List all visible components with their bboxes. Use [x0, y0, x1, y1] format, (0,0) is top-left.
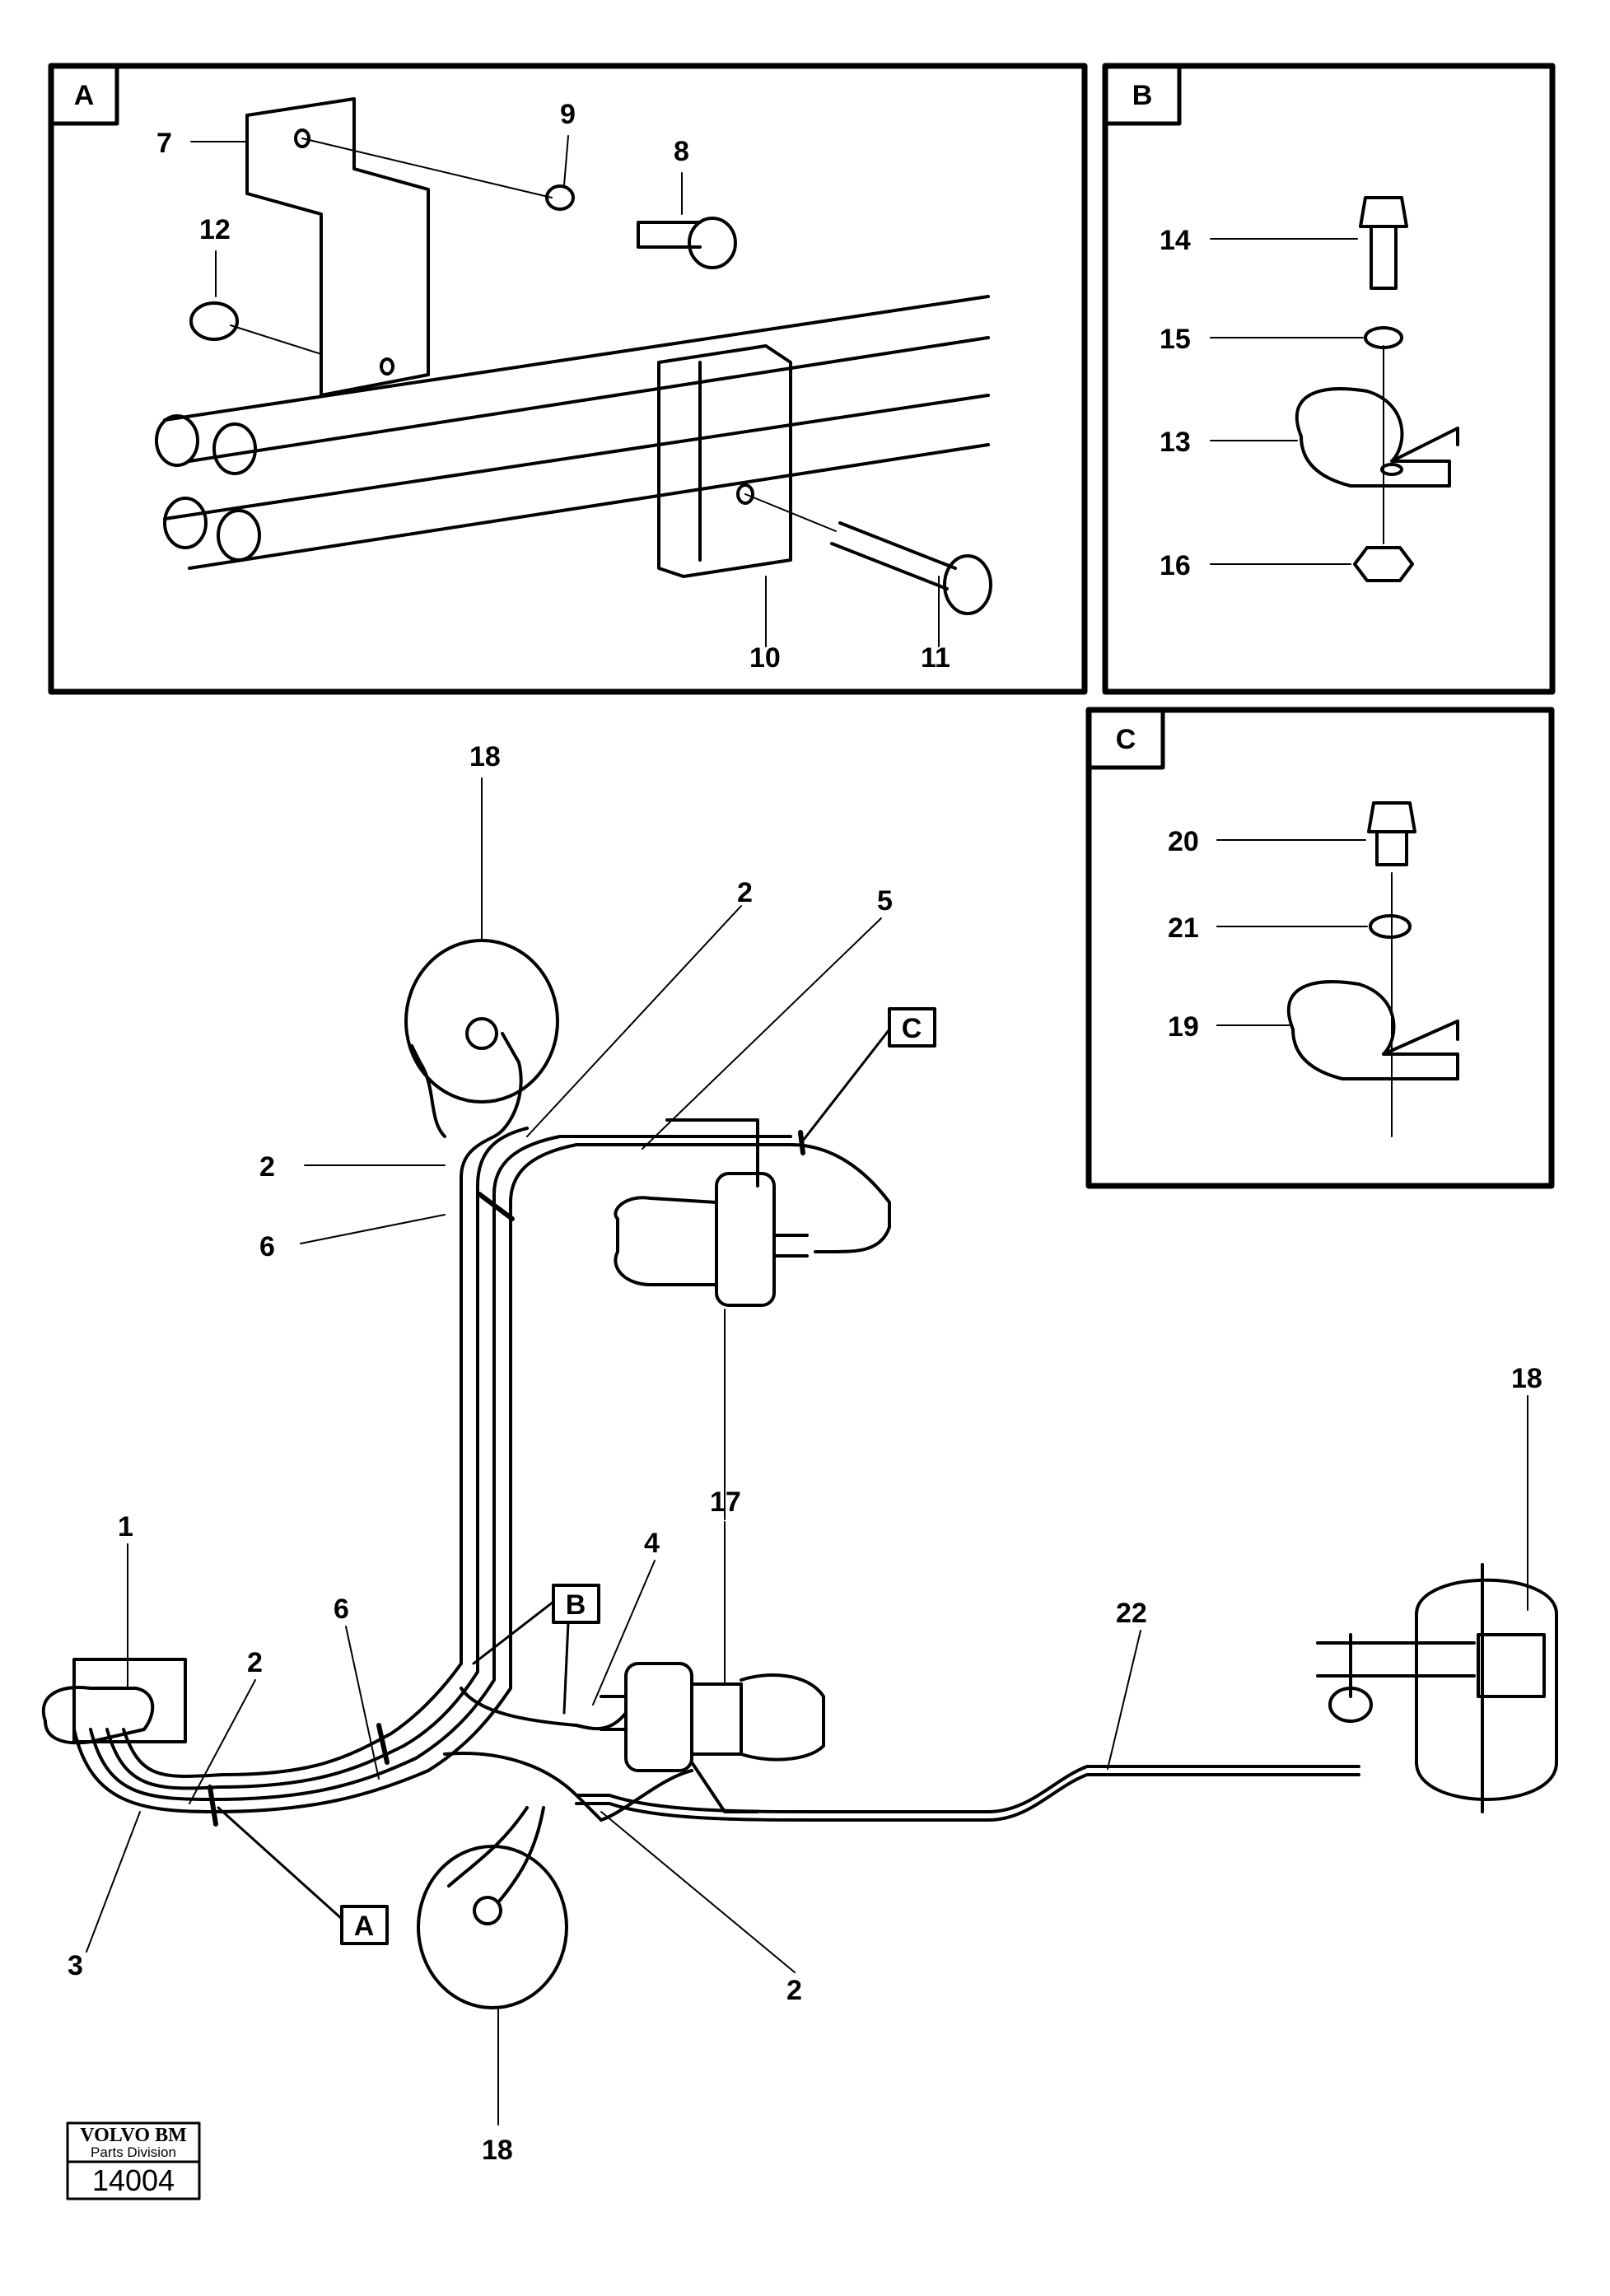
nut-12	[189, 301, 322, 355]
panel-a-tag: A	[74, 80, 95, 111]
panel-c-frame	[1085, 707, 1555, 1189]
label-18-top: 18	[469, 741, 501, 772]
label-20: 20	[1168, 826, 1199, 857]
label-17: 17	[710, 1486, 741, 1518]
label-11: 11	[921, 642, 950, 674]
washer-15	[1364, 326, 1403, 349]
label-10: 10	[749, 642, 781, 674]
label-16: 16	[1160, 550, 1191, 581]
air-tank-right	[1316, 1563, 1558, 1813]
brake-chamber-upper	[614, 1118, 809, 1307]
label-6-a: 6	[259, 1231, 275, 1262]
label-2-a: 2	[737, 877, 753, 908]
main-leaders	[86, 777, 1528, 2126]
panel-b-leaders	[1210, 238, 1364, 565]
callout-a: A	[217, 1806, 389, 1945]
panel-a-leaders	[190, 135, 940, 647]
label-22: 22	[1116, 1598, 1147, 1629]
label-12: 12	[199, 214, 231, 245]
air-tank-top	[404, 939, 559, 1104]
label-7: 7	[156, 128, 172, 159]
callout-c: C	[801, 1007, 936, 1142]
panel-b-tag-box	[1103, 63, 1182, 126]
panel-a-tag-box	[49, 63, 119, 126]
panel-b: B 14 15 13 16	[1102, 63, 1556, 695]
callout-c-text: C	[902, 1013, 922, 1044]
label-15: 15	[1160, 324, 1191, 355]
label-5: 5	[877, 885, 893, 917]
clamp-19	[1286, 872, 1459, 1137]
air-tank-bottom	[417, 1845, 568, 2009]
bracket-7	[245, 97, 430, 397]
label-13: 13	[1160, 427, 1191, 458]
label-4: 4	[644, 1528, 660, 1559]
label-1: 1	[118, 1511, 133, 1542]
brake-chamber-lower	[600, 1662, 825, 1813]
callout-b: B	[472, 1584, 600, 1715]
panel-a-frame	[48, 63, 1088, 695]
label-21: 21	[1168, 912, 1199, 944]
pipe-bundle	[155, 295, 990, 570]
panel-c-tag: C	[1116, 724, 1136, 755]
callout-a-text: A	[354, 1911, 375, 1942]
logo-division: Parts Division	[91, 2144, 176, 2160]
main-diagram: A B C	[41, 741, 1558, 2166]
panel-b-frame	[1102, 63, 1556, 695]
panel-c-tag-box	[1086, 707, 1165, 770]
bolt-14	[1359, 196, 1408, 290]
label-3: 3	[68, 1950, 83, 1981]
washer-9	[301, 138, 575, 211]
panel-b-tag: B	[1132, 80, 1153, 111]
callout-b-text: B	[566, 1589, 586, 1621]
coupling-1	[41, 1658, 187, 1745]
washer-21	[1369, 914, 1412, 939]
bolt-8	[637, 217, 737, 269]
logo-number: 14004	[92, 2163, 175, 2197]
label-6-b: 6	[334, 1594, 349, 1625]
pipe-clamps	[208, 1130, 805, 1827]
nut-16	[1353, 345, 1414, 582]
label-2-b: 2	[259, 1151, 275, 1183]
label-2-d: 2	[786, 1975, 802, 2006]
volvo-bm-logo: VOLVO BM Parts Division 14004	[66, 2121, 201, 2200]
label-18-bottom: 18	[482, 2135, 513, 2166]
logo-brand: VOLVO BM	[80, 2125, 187, 2146]
panel-a: A	[48, 63, 1088, 695]
bolt-11	[744, 493, 992, 615]
label-14: 14	[1160, 225, 1191, 256]
panel-c: C 20 21 19	[1085, 707, 1555, 1189]
bracket-10	[657, 344, 792, 578]
label-18-right: 18	[1511, 1363, 1542, 1394]
label-2-c: 2	[247, 1647, 263, 1678]
label-19: 19	[1168, 1011, 1199, 1043]
label-9: 9	[560, 99, 576, 130]
label-8: 8	[674, 136, 689, 167]
clamp-13	[1295, 387, 1459, 488]
bolt-20	[1367, 801, 1416, 866]
panel-c-leaders	[1216, 839, 1368, 1026]
